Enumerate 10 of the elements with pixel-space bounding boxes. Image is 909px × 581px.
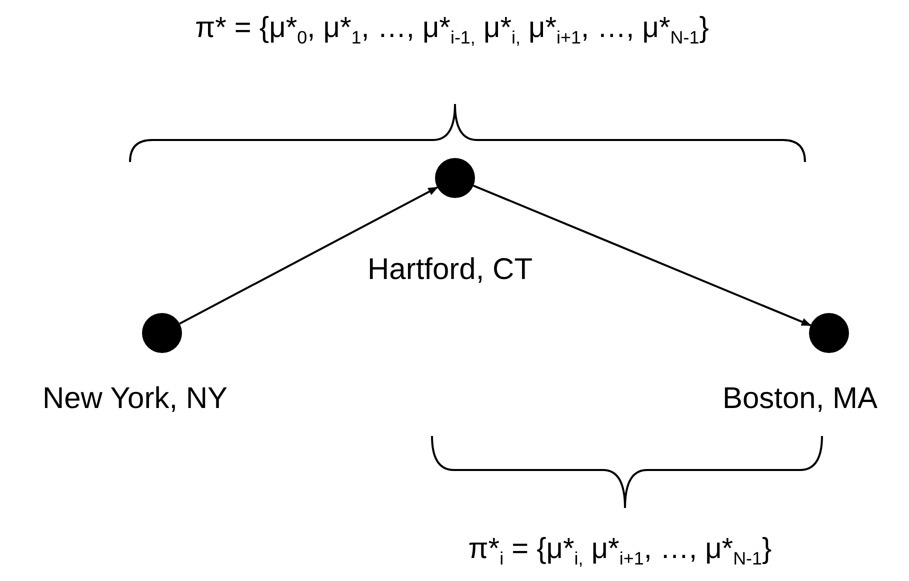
point-marker [142, 313, 182, 353]
point-marker [435, 158, 475, 198]
policy-formula: π*$_{i}$ = {μ*$_{i,}$ μ*$_{i+1}$, …, μ*$_{N-1}$} [468, 533, 772, 566]
arrow [473, 184, 812, 326]
point-marker [809, 313, 849, 353]
city-label: Hartford, CT [367, 253, 533, 287]
city-label: Boston, MA [722, 382, 878, 416]
arrow [179, 186, 438, 325]
city-label: New York, NY [42, 382, 228, 416]
policy-formula: π* = {μ*$_{0}$, μ*$_{1}$, …, μ*$_{i-1,}$ μ*$_{i,}$ μ*$_{i+1}$, …, μ*$_{N-1}$} [195, 12, 709, 45]
